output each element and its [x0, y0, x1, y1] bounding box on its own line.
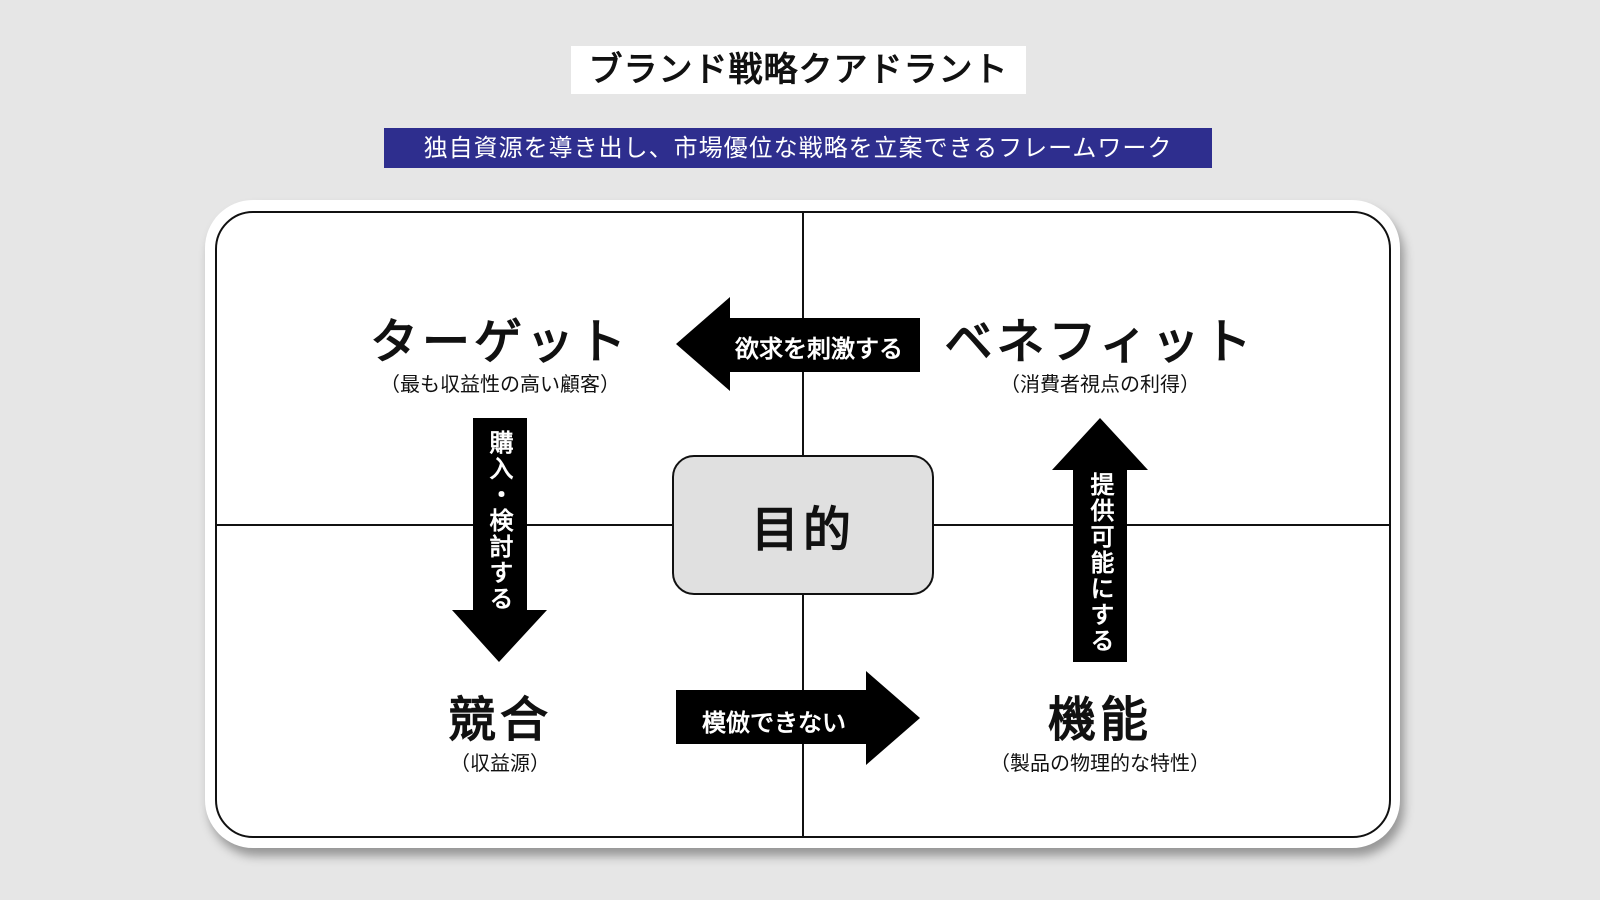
arrow-label-enable: 提供可能にする [1086, 471, 1114, 654]
arrow-label-inimitable: 模倣できない [702, 709, 846, 737]
arrow-down-shape [452, 418, 547, 662]
quadrant-target-subtitle: （最も収益性の高い顧客） [380, 372, 620, 396]
arrow-label-stimulate: 欲求を刺激する [735, 335, 903, 363]
arrow-label-purchase: 購入・検討する [485, 430, 513, 612]
quadrant-function-subtitle: （製品の物理的な特性） [990, 751, 1210, 775]
center-purpose-label: 目的 [750, 502, 855, 558]
arrow-left-shape [676, 297, 920, 391]
center-purpose-box: 目的 [672, 455, 934, 595]
page-title: ブランド戦略クアドラント [571, 46, 1026, 94]
quadrant-function-title: 機能 [1047, 692, 1152, 748]
page-subtitle: 独自資源を導き出し、市場優位な戦略を立案できるフレームワーク [384, 128, 1212, 168]
arrow-up-shape [1052, 418, 1148, 662]
arrow-right-shape [676, 671, 920, 765]
quadrant-benefit-title: ベネフィット [944, 314, 1256, 370]
quadrant-benefit-subtitle: （消費者視点の利得） [1000, 372, 1200, 396]
quadrant-target-title: ターゲット [369, 314, 630, 370]
quadrant-competition-title: 競合 [447, 692, 552, 748]
quadrant-competition-subtitle: （収益源） [450, 751, 550, 775]
